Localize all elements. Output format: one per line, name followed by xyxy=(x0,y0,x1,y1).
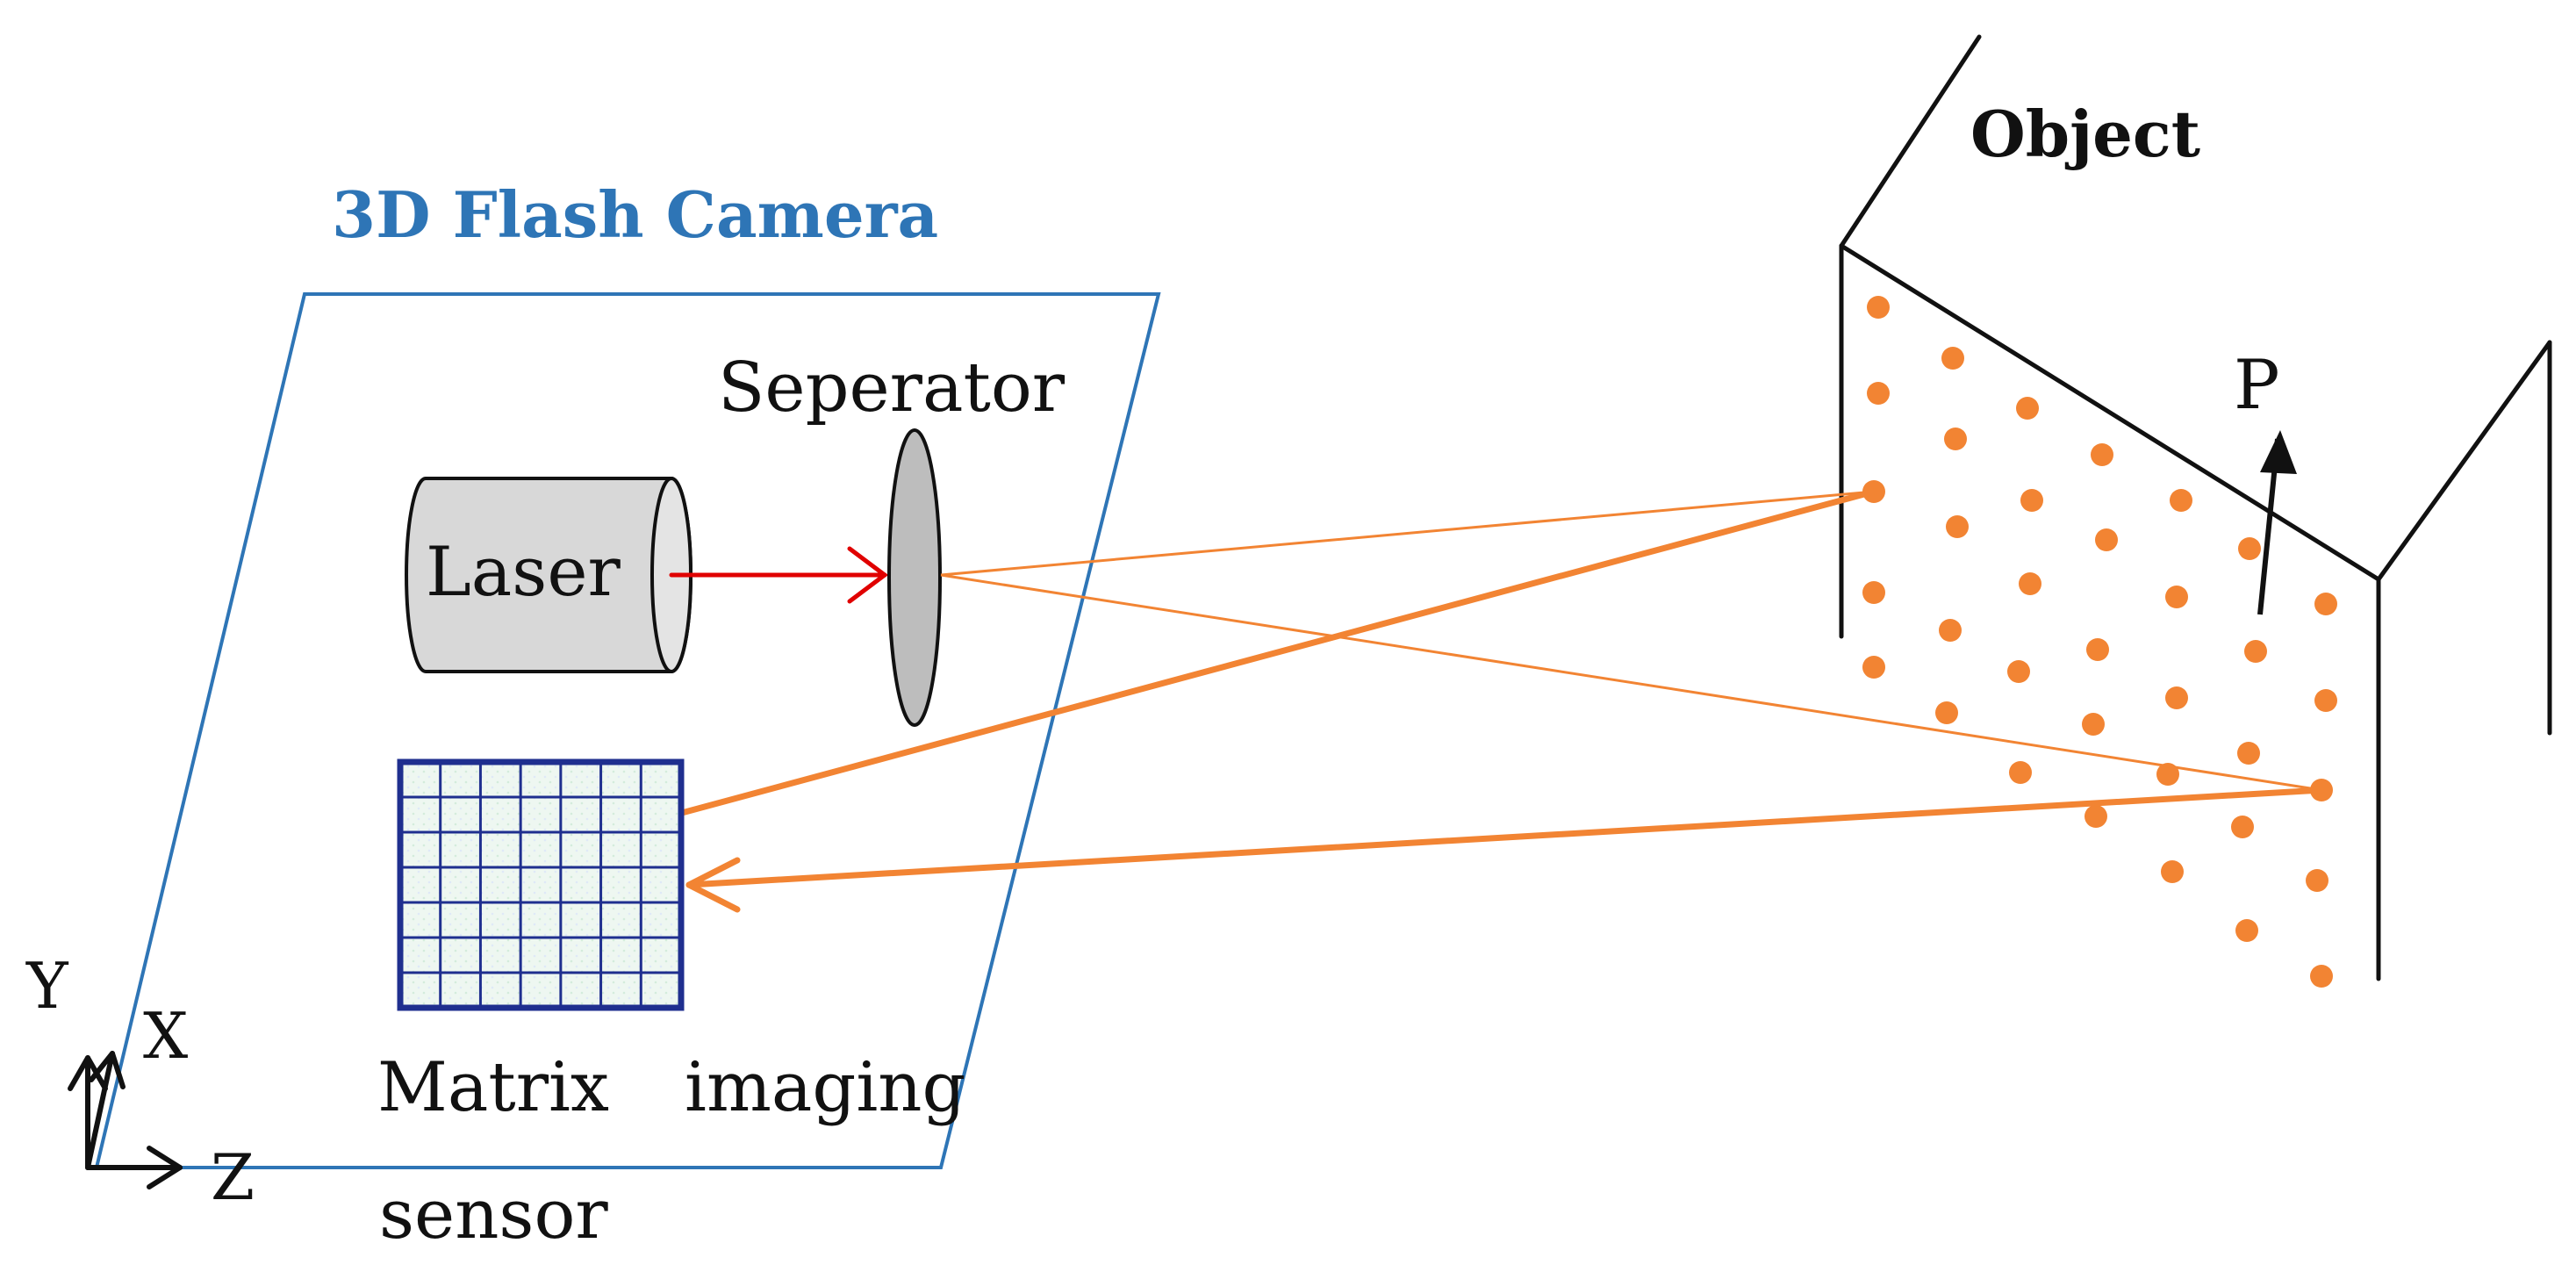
imaging-label: imaging xyxy=(685,1048,965,1127)
object-label: Object xyxy=(1970,97,2200,171)
laser-dot xyxy=(2235,919,2258,942)
laser-dot xyxy=(1935,701,1958,724)
laser-dot xyxy=(2156,763,2179,786)
separator-lens xyxy=(887,428,942,727)
laser-dot xyxy=(2314,689,2337,712)
laser-dot xyxy=(2007,660,2030,683)
point-p-arrowhead xyxy=(2260,430,2297,474)
laser-dot xyxy=(2165,586,2188,608)
laser-beam-arrow xyxy=(669,546,889,604)
camera-frame xyxy=(94,292,1161,1169)
axis-x-label: X xyxy=(143,999,188,1073)
laser-dot xyxy=(2091,443,2113,466)
laser-label: Laser xyxy=(426,533,621,612)
coordinate-axes xyxy=(68,1051,183,1189)
matrix-imaging-sensor xyxy=(397,758,685,1011)
laser-dot xyxy=(1867,382,1890,405)
matrix-label: Matrix xyxy=(377,1048,609,1127)
outgoing-beams xyxy=(940,490,2322,792)
laser-dot xyxy=(1946,515,1969,538)
camera-title: 3D Flash Camera xyxy=(332,177,938,252)
laser-dot xyxy=(1941,347,1964,370)
laser-dot xyxy=(2086,638,2109,661)
object-faces xyxy=(1839,34,2552,981)
laser-dot xyxy=(2095,528,2118,551)
laser-dot xyxy=(1862,581,1885,604)
laser-dot xyxy=(2231,816,2254,838)
laser-dot xyxy=(2244,640,2267,663)
laser-dot xyxy=(1867,296,1890,319)
laser-dot xyxy=(2310,965,2333,988)
laser-dot xyxy=(2238,537,2261,560)
axis-y-label: Y xyxy=(25,949,69,1023)
laser-dot-pattern xyxy=(1862,296,2337,988)
laser-dot xyxy=(2009,761,2032,784)
laser-dot xyxy=(2314,593,2337,615)
laser-dot xyxy=(2165,686,2188,709)
laser-dot xyxy=(2161,860,2184,883)
laser-dot xyxy=(2020,489,2043,512)
point-p-label: P xyxy=(2234,346,2279,425)
laser-dot xyxy=(2237,742,2260,765)
laser-dot xyxy=(1862,656,1885,679)
separator-label: Seperator xyxy=(718,349,1066,428)
sensor-label: sensor xyxy=(379,1175,608,1254)
laser-dot xyxy=(1944,428,1967,450)
axis-z-label: Z xyxy=(211,1140,255,1214)
laser-dot xyxy=(2170,489,2192,512)
laser-dot xyxy=(2016,397,2039,420)
laser-dot xyxy=(2082,713,2105,736)
returning-beams xyxy=(405,488,2325,913)
laser-dot xyxy=(1939,619,1962,642)
laser-dot xyxy=(2306,869,2328,892)
laser-dot xyxy=(2084,805,2107,828)
laser-dot xyxy=(2019,572,2041,595)
